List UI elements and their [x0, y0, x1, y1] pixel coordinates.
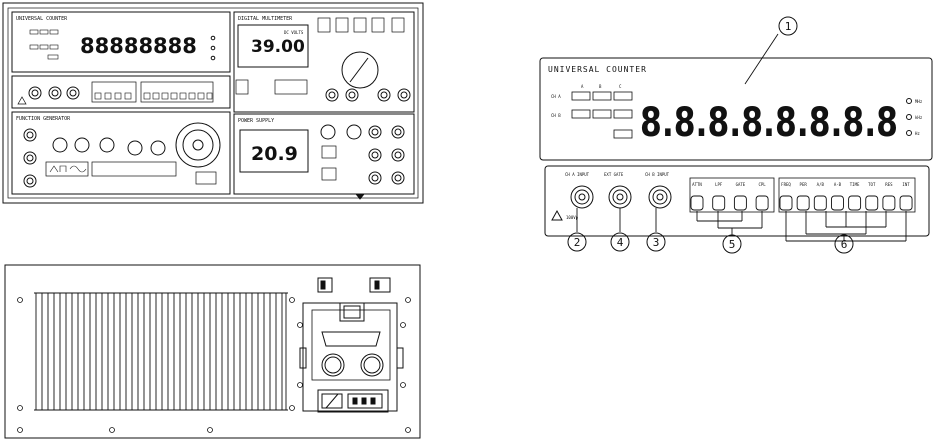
multimeter-display: 39.00 — [251, 37, 305, 57]
multimeter-range: DC VOLTS — [284, 30, 304, 35]
bnc-connector[interactable] — [28, 86, 42, 100]
knob[interactable] — [150, 140, 166, 156]
ext-gate-connector[interactable] — [608, 185, 632, 209]
callout-4-label: 4 — [617, 236, 624, 249]
mode-button-label: FREQ — [781, 182, 791, 187]
unit-label-hz: Hz — [915, 131, 920, 136]
function-button-label: LPF — [715, 182, 723, 187]
mode-button-label: A/B — [817, 182, 825, 187]
mode-button[interactable] — [779, 195, 793, 211]
function-button[interactable] — [712, 195, 726, 211]
mode-button-label: TOT — [868, 182, 876, 187]
function-generator-title: FUNCTION GENERATOR — [16, 116, 71, 122]
range-key[interactable] — [592, 91, 612, 101]
chb-input-connector[interactable] — [648, 185, 672, 209]
detail-display: 8.8.8.8.8.8.8.8 — [640, 100, 898, 146]
mode-button[interactable] — [813, 195, 827, 211]
power-supply-title: POWER SUPPLY — [238, 118, 274, 124]
db25-connector[interactable] — [321, 331, 381, 347]
function-generator-module: FUNCTION GENERATOR — [11, 111, 231, 195]
callout-2-label: 2 — [574, 236, 581, 249]
row-label-cha: CH A — [551, 94, 561, 99]
mode-button[interactable] — [882, 195, 896, 211]
mode-button[interactable] — [831, 195, 844, 211]
front-panel: UNIVERSAL COUNTER 88888888 — [2, 2, 424, 204]
counter-module: UNIVERSAL COUNTER 88888888 — [11, 11, 231, 73]
callout-6-label: 6 — [841, 238, 848, 251]
range-key[interactable] — [613, 109, 633, 119]
power-supply-module: POWER SUPPLY 20.9 — [233, 113, 415, 200]
unit-led-mhz — [906, 98, 912, 104]
ac-inlet[interactable] — [317, 389, 389, 413]
col-label-b: B — [599, 84, 602, 89]
knob[interactable] — [99, 137, 115, 153]
bnc-connector[interactable] — [48, 86, 62, 100]
mode-button[interactable] — [865, 195, 879, 211]
callout-2 — [567, 232, 587, 252]
mode-button-label: TIME — [850, 182, 860, 187]
range-selector[interactable] — [341, 51, 379, 89]
function-button-label: GATE — [736, 182, 746, 187]
heatsink-fins — [34, 292, 288, 411]
callout-3-label: 3 — [653, 236, 660, 249]
mode-button[interactable] — [899, 195, 913, 211]
multimeter-title: DIGITAL MULTIMETER — [238, 16, 293, 22]
counter-module-title: UNIVERSAL COUNTER — [16, 16, 68, 22]
counter-module-display: 88888888 — [80, 34, 197, 58]
function-button-label: ATTN — [692, 182, 702, 187]
reset-key[interactable] — [613, 129, 633, 139]
function-button[interactable] — [755, 195, 769, 211]
power-switch[interactable] — [317, 277, 333, 293]
multimeter-module: DIGITAL MULTIMETER 39.00 DC VOLTS — [233, 11, 415, 113]
power-supply-display: 20.9 — [251, 143, 298, 165]
function-button-label: CPL — [758, 182, 766, 187]
range-key[interactable] — [592, 109, 612, 119]
callout-6 — [834, 234, 854, 254]
mode-button-label: INT — [902, 182, 910, 187]
unit-led-khz — [906, 114, 912, 120]
col-label-a: A — [581, 84, 584, 89]
mode-button[interactable] — [796, 195, 810, 211]
unit-label-mhz: MHz — [915, 99, 923, 104]
frequency-dial[interactable] — [175, 122, 221, 168]
cha-input-connector[interactable] — [570, 185, 594, 209]
mode-button[interactable] — [848, 195, 862, 211]
mode-button-label: A-B — [834, 182, 842, 187]
detail-title: UNIVERSAL COUNTER — [548, 65, 647, 74]
rear-panel — [4, 264, 421, 439]
row-label-chb: CH B — [551, 113, 561, 118]
bnc-connector[interactable] — [66, 86, 80, 100]
range-key[interactable] — [571, 91, 591, 101]
range-key[interactable] — [571, 109, 591, 119]
counter-detail: UNIVERSAL COUNTER CH A CH B A B C 8.8.8.… — [539, 16, 933, 254]
function-button[interactable] — [733, 195, 747, 211]
unit-label-khz: kHz — [915, 115, 923, 120]
callout-3 — [646, 232, 666, 252]
voltage-knob[interactable] — [320, 124, 336, 140]
current-knob[interactable] — [346, 124, 362, 140]
input-label-gate: EXT GATE — [604, 172, 624, 177]
knob[interactable] — [74, 137, 90, 153]
input-note: 100Vp — [566, 215, 579, 220]
callout-4 — [610, 232, 630, 252]
input-label-chb: CH B INPUT — [645, 172, 670, 177]
col-label-c: C — [619, 84, 622, 89]
knob[interactable] — [127, 140, 143, 156]
function-button[interactable] — [690, 195, 704, 211]
input-label-cha: CH A INPUT — [565, 172, 590, 177]
callout-5-label: 5 — [729, 238, 736, 251]
warning-icon — [551, 209, 563, 221]
counter-input-strip — [11, 75, 231, 109]
callout-1 — [778, 16, 798, 36]
mode-button-label: RES — [885, 182, 893, 187]
range-key[interactable] — [613, 91, 633, 101]
knob[interactable] — [52, 137, 68, 153]
callout-5 — [722, 234, 742, 254]
unit-led-hz — [906, 130, 912, 136]
aux-switch[interactable] — [369, 277, 391, 293]
mode-button-label: PER — [800, 182, 808, 187]
callout-1-label: 1 — [785, 20, 792, 33]
